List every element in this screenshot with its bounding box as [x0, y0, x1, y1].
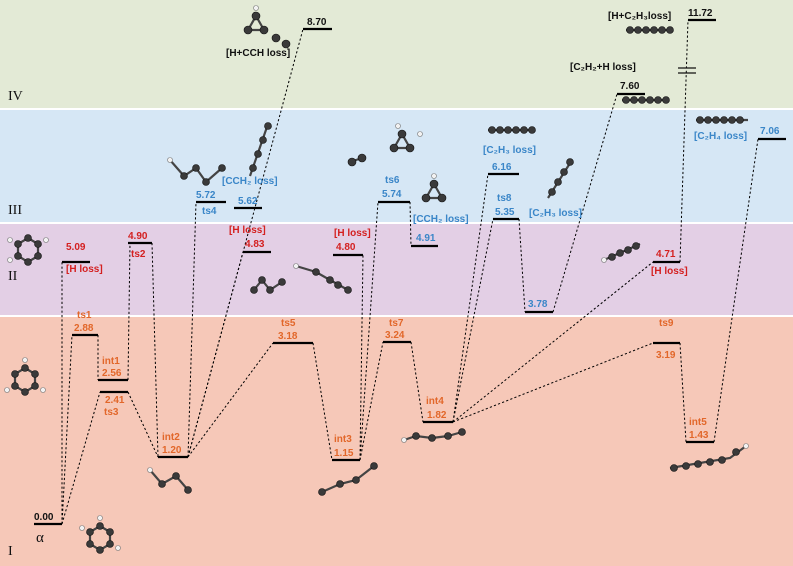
linear-molecule-icon: [488, 126, 536, 134]
value-int5: 1.43: [689, 430, 709, 441]
label-c2h4-loss: [C₂H₄ loss]: [694, 131, 747, 142]
band-label-IV: IV: [8, 89, 23, 104]
label-int3: int3: [334, 434, 352, 445]
band-label-III: III: [8, 203, 22, 218]
alpha-label: α: [36, 530, 44, 546]
chain-molecule-icon: [547, 158, 574, 199]
chain-molecule-icon: [293, 263, 352, 294]
value-int1: 2.56: [102, 368, 122, 379]
label-h-loss-4: [H loss]: [651, 266, 688, 277]
label-ts5: ts5: [281, 318, 296, 329]
value-h-loss-1: 5.09: [66, 242, 86, 253]
label-c2h2-h-loss: [C₂H₂+H loss]: [570, 62, 636, 73]
energy-levels: [34, 18, 786, 526]
label-cch2-loss-a: [CCH₂ loss]: [222, 176, 278, 187]
value-h-loss-4: 4.71: [656, 249, 676, 260]
value-int3: 1.15: [334, 448, 354, 459]
value-ts5: 3.18: [278, 331, 298, 342]
linear-molecule-icon: [626, 26, 674, 34]
label-ts7: ts7: [389, 318, 404, 329]
value-ts8: 5.35: [495, 207, 515, 218]
label-h-loss-1: [H loss]: [66, 264, 103, 275]
label-ts1: ts1: [77, 310, 92, 321]
chain-molecule-icon: [401, 428, 466, 443]
molecule-sketches: [4, 5, 749, 554]
chain-molecule-icon: [250, 276, 286, 294]
value-h-loss-3: 4.80: [336, 242, 356, 253]
value-int2: 1.20: [162, 445, 182, 456]
ring-molecule-icon: [7, 234, 49, 266]
label-int4: int4: [426, 396, 444, 407]
band-label-II: II: [8, 269, 18, 284]
chain-molecule-icon: [669, 443, 749, 472]
label-c2h3-loss-b: [C₂H₃ loss]: [529, 208, 582, 219]
level-labels: 0.00 5.09 [H loss] ts1 2.88 int1 2.56 2.…: [34, 8, 780, 523]
triangle-molecule-icon: [421, 173, 447, 203]
band-IV: [0, 0, 793, 109]
value-cch2-loss-b: 4.91: [416, 233, 436, 244]
band-II: [0, 223, 793, 316]
value-cch2-loss-a: 5.62: [238, 196, 258, 207]
label-h-loss-3: [H loss]: [334, 228, 371, 239]
value-ts1: 2.88: [74, 323, 94, 334]
label-ts8: ts8: [497, 193, 512, 204]
band-I: [0, 316, 793, 566]
label-h-loss-2: [H loss]: [229, 225, 266, 236]
value-h-c2h3-loss: 11.72: [688, 8, 713, 19]
label-int5: int5: [689, 417, 707, 428]
chain-molecule-icon: [347, 153, 367, 167]
label-ts2: ts2: [131, 249, 146, 260]
chain-molecule-icon: [147, 467, 192, 494]
value-h-cch-loss: 8.70: [307, 17, 327, 28]
chain-molecule-icon: [248, 122, 272, 177]
value-ts3: 2.41: [105, 395, 125, 406]
axis-break-mark: [678, 67, 696, 74]
linear-molecule-icon: [696, 116, 748, 124]
chain-molecule-icon: [601, 242, 641, 263]
label-int2: int2: [162, 432, 180, 443]
label-ts9: ts9: [659, 318, 674, 329]
label-h-cch-loss: [H+CCH loss]: [226, 48, 290, 59]
value-c2h2-h-loss: 7.60: [620, 81, 640, 92]
band-label-I: I: [8, 544, 13, 559]
chain-molecule-icon: [167, 157, 226, 186]
value-ts7: 3.24: [385, 330, 405, 341]
chain-molecule-icon: [318, 462, 378, 496]
value-ts2: 4.90: [128, 231, 148, 242]
label-ts4: ts4: [202, 206, 217, 217]
linear-molecule-icon: [622, 96, 670, 104]
value-c2h4-loss: 7.06: [760, 126, 780, 137]
value-ts6: 5.74: [382, 189, 402, 200]
label-int1: int1: [102, 356, 120, 367]
value-ts9: 3.19: [656, 350, 676, 361]
label-ts6: ts6: [385, 175, 400, 186]
value-3-78: 3.78: [528, 299, 548, 310]
value-alpha: 0.00: [34, 512, 54, 523]
label-cch2-loss-b: [CCH₂ loss]: [413, 214, 469, 225]
label-c2h3-loss-a: [C₂H₃ loss]: [483, 145, 536, 156]
triangle-molecule-icon: [389, 123, 423, 153]
ring-molecule-icon: [79, 515, 121, 554]
ring-molecule-icon: [4, 357, 46, 396]
value-ts4: 5.72: [196, 190, 216, 201]
value-h-loss-2: 4.83: [245, 239, 265, 250]
label-ts3: ts3: [104, 407, 119, 418]
value-int4: 1.82: [427, 410, 447, 421]
label-h-c2h3-loss: [H+C₂H₃loss]: [608, 11, 671, 22]
value-c2h3-loss-a: 6.16: [492, 162, 512, 173]
triangle-molecule-icon: [243, 5, 291, 49]
